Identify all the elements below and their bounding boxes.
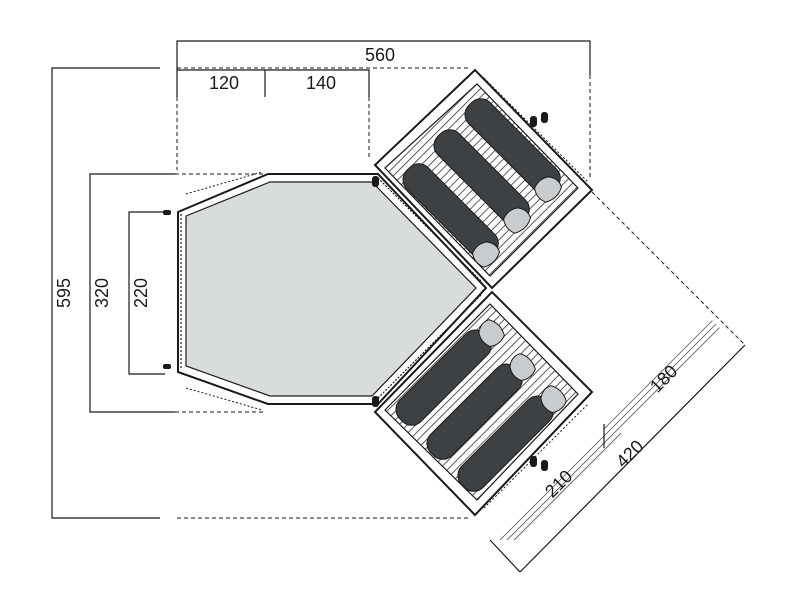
label-porch-width-b: 140 (306, 73, 336, 93)
sleeping-bag-5 (426, 353, 536, 460)
stitch-line (483, 77, 589, 183)
canopy-hatch-210 (496, 424, 624, 540)
sleeping-bag-1 (402, 163, 500, 268)
living-floor (185, 181, 477, 397)
canopy-bottom-edge (489, 539, 521, 573)
label-living-depth: 320 (92, 278, 112, 308)
stitch-line (483, 403, 589, 509)
dim-220-line (128, 211, 165, 375)
stitch-line (185, 171, 263, 195)
dim-320-line (89, 173, 175, 413)
label-porch-width-a: 120 (209, 73, 239, 93)
stitch-line (185, 387, 263, 411)
canopy-dashed-edge (591, 191, 746, 346)
dim-120-140-line (177, 69, 370, 97)
sleeping-bag-2 (433, 129, 531, 234)
bedroom-upper (372, 68, 594, 290)
label-door-width: 220 (131, 278, 151, 308)
toggle-icon (163, 210, 171, 369)
toggle-icon (372, 112, 548, 187)
canopy-hatch-180 (604, 318, 722, 448)
bedroom-lower-zip (377, 293, 483, 399)
toggle-icon (372, 396, 548, 471)
sleeping-bag-6 (457, 385, 567, 492)
sleeping-bag-3 (464, 98, 562, 203)
dim-595-line (51, 67, 160, 519)
dimension-lines (51, 40, 591, 519)
label-overall-depth: 595 (54, 278, 74, 308)
living-area (163, 171, 488, 411)
bedroom-upper-zip (377, 177, 483, 283)
bedroom-lower (372, 290, 594, 517)
dim-560-line (176, 40, 591, 97)
canopy-outer-edge (519, 344, 746, 573)
sleeping-bag-4 (395, 319, 505, 426)
canopy (485, 191, 746, 573)
label-overall-width: 560 (365, 45, 395, 65)
